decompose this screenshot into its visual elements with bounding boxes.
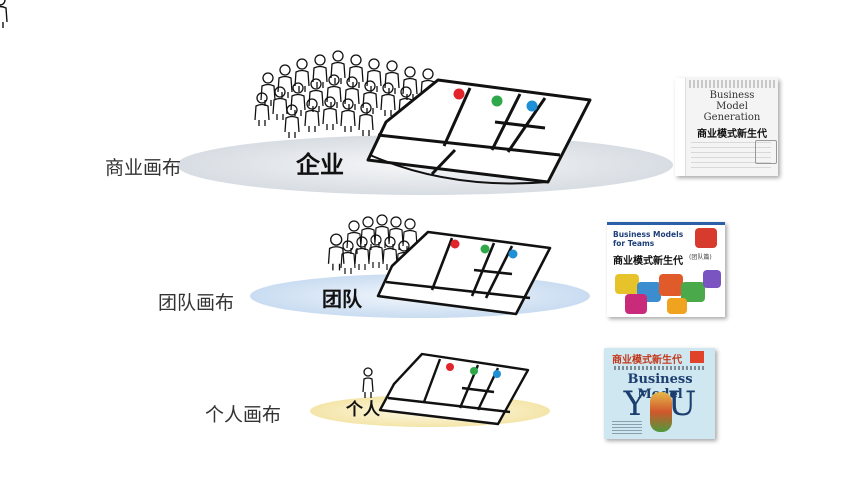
dot-green-personal	[470, 367, 478, 375]
big-label-team: 团队	[322, 287, 362, 311]
illustration-icon	[650, 392, 672, 432]
book-top-title: 商业模式新生代	[612, 355, 682, 366]
puzzle-piece-icon	[681, 282, 705, 302]
canvas-sheet-team	[376, 230, 552, 316]
dot-green-team	[480, 244, 490, 254]
sketch-icon	[755, 140, 777, 164]
book-big-letters: Y U	[623, 384, 697, 424]
puzzle-piece-icon	[615, 274, 639, 294]
badge-icon	[690, 351, 704, 363]
book-subtitle: 商业模式新生代	[613, 256, 683, 267]
person-personal-icon	[362, 367, 374, 398]
dot-red-personal	[446, 363, 454, 371]
book-cover-business-models-for-teams: Business Models for Teams 商业模式新生代 (团队篇)	[607, 222, 725, 317]
dot-blue-personal	[493, 370, 501, 378]
dot-red-enterprise	[453, 88, 465, 100]
book-cover-business-model-generation: Business Model Generation 商业模式新生代	[675, 78, 778, 176]
puzzle-piece-icon	[625, 294, 647, 314]
puzzle-piece-icon	[667, 298, 687, 314]
big-label-enterprise: 企业	[296, 151, 344, 179]
canvas-sheet-personal	[378, 352, 530, 426]
side-label-team: 团队画布	[158, 292, 235, 314]
dot-green-enterprise	[491, 95, 503, 107]
book-title: Business Model Generation	[703, 90, 761, 123]
dot-blue-enterprise	[526, 100, 538, 112]
side-label-enterprise: 商业画布	[105, 157, 182, 179]
side-label-personal: 个人画布	[205, 404, 282, 426]
book-subtitle: 商业模式新生代	[697, 129, 767, 140]
puzzle-piece-icon	[703, 270, 721, 288]
dot-red-team	[450, 239, 460, 249]
crowd-enterprise-icon	[0, 0, 8, 28]
book-badge: (团队篇)	[689, 254, 712, 261]
book-spine	[675, 78, 686, 176]
dot-blue-team	[508, 249, 518, 259]
puzzle-piece-icon	[695, 228, 717, 248]
book-cover-business-model-you: 商业模式新生代 Business Model Y U	[604, 348, 715, 439]
puzzle-piece-icon	[659, 274, 683, 296]
book-title: Business Models for Teams	[613, 230, 684, 248]
big-label-personal: 个人	[346, 400, 380, 420]
